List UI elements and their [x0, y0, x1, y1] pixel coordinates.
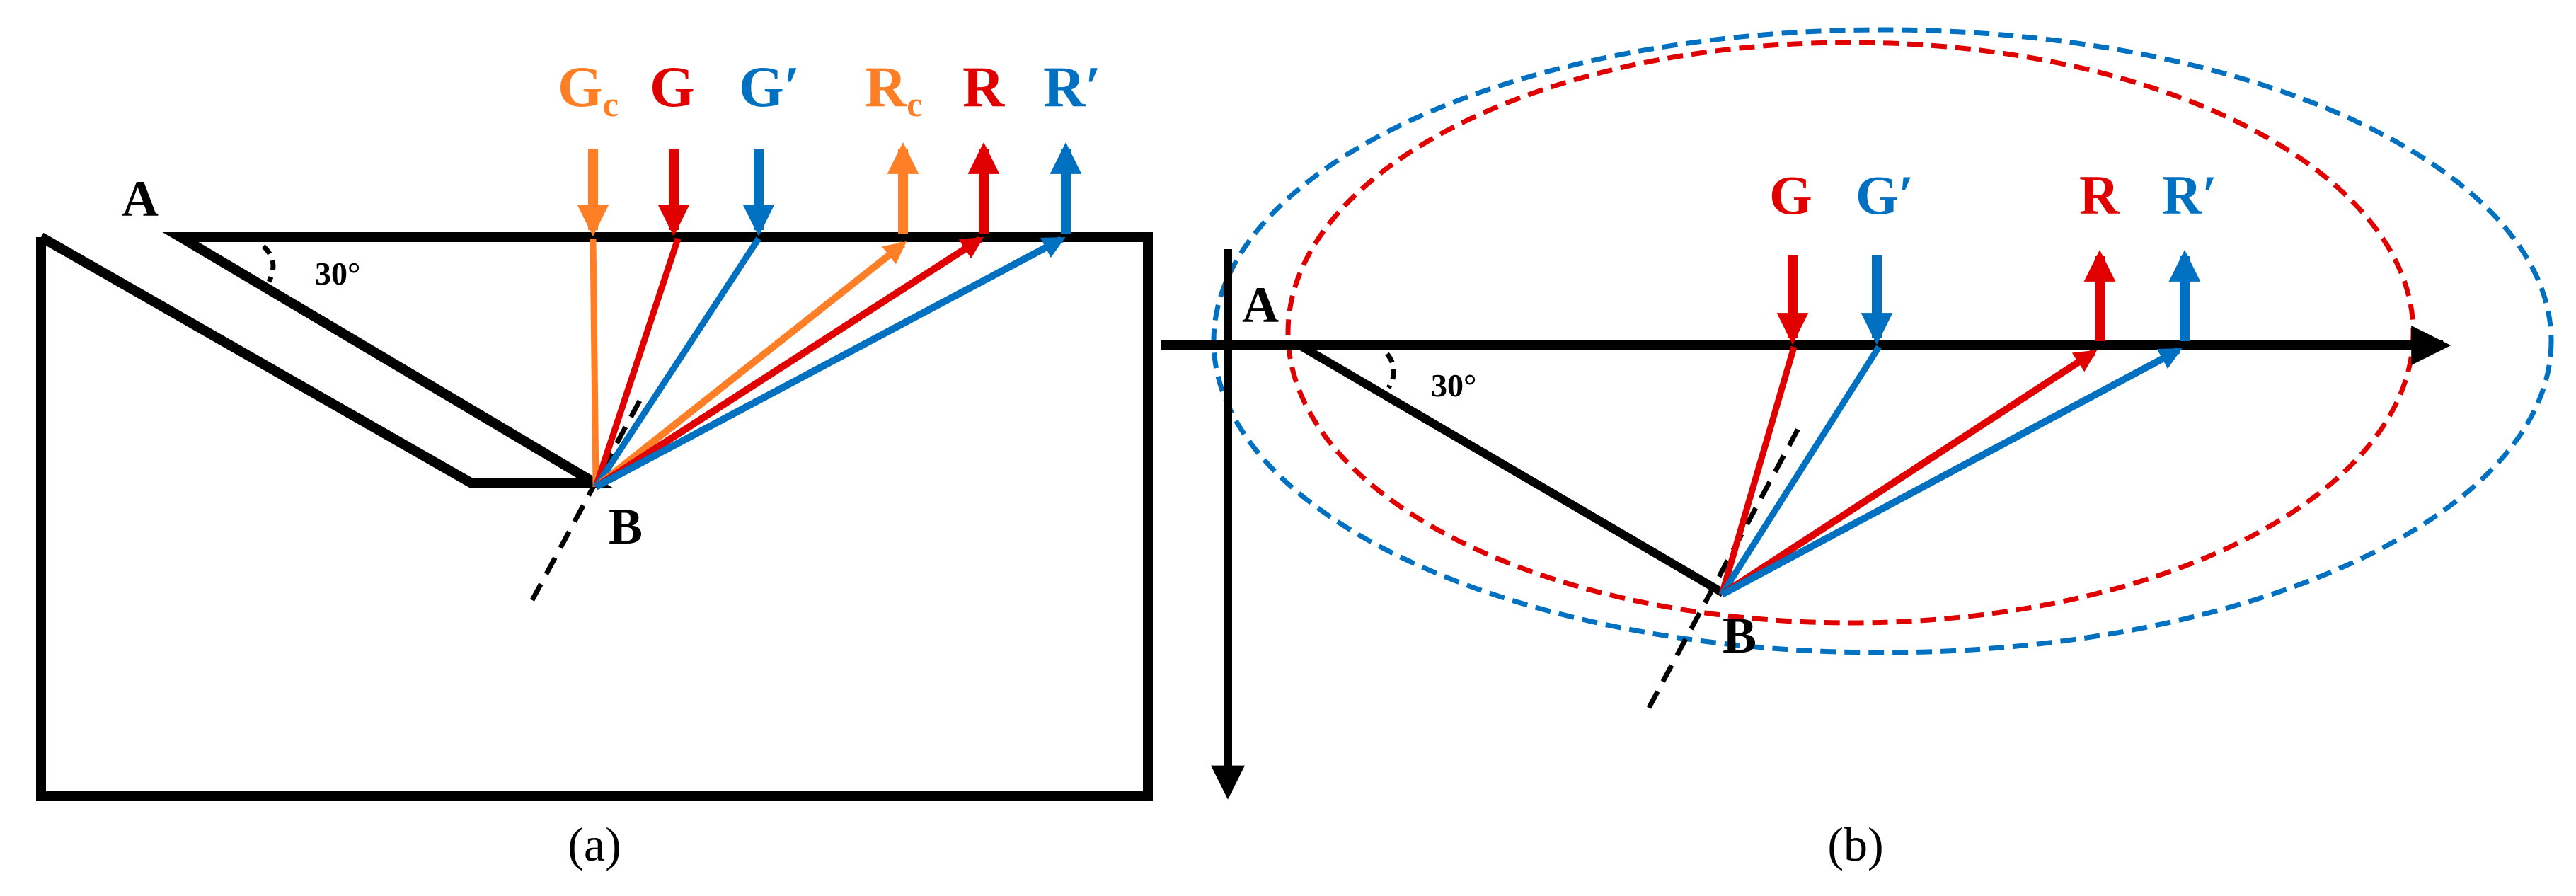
caption-a: (a)	[568, 817, 621, 871]
angle-arc	[261, 244, 276, 283]
ray-g-prime	[1719, 345, 1882, 597]
label-rc: Rc	[865, 54, 922, 124]
label-r-prime: R′	[1043, 54, 1101, 119]
angle-label: 30°	[1431, 367, 1476, 403]
caption-b: (b)	[1827, 817, 1883, 871]
red-dashed-ellipse	[1285, 40, 2416, 626]
label-r-prime: R′	[2162, 164, 2217, 226]
ray-r	[1720, 349, 2098, 598]
ray-r-prime	[594, 236, 1066, 490]
label-g: G	[1769, 164, 1812, 226]
notch-normal-dashed-line	[1646, 422, 1804, 709]
ray-g	[1718, 345, 1798, 596]
label-r: R	[962, 54, 1005, 119]
label-gc: Gc	[558, 54, 619, 124]
ray-g	[592, 237, 682, 488]
ray-rc	[593, 241, 907, 490]
angle-label: 30°	[315, 255, 360, 292]
point-a-label: A	[122, 171, 159, 227]
panel-a: 30° Gc G G′ Rc R R′ A B (a	[36, 54, 1153, 871]
ray-r	[594, 236, 984, 490]
ray-g-prime	[593, 236, 761, 489]
ray-r-prime	[1720, 347, 2183, 598]
angle-arc	[1385, 352, 1396, 389]
point-b-label: B	[609, 498, 643, 555]
label-r: R	[2079, 164, 2120, 226]
notch-normal-dashed-line	[529, 391, 647, 602]
point-b-label: B	[1723, 607, 1756, 664]
label-g: G	[650, 54, 695, 119]
panel-b: 30° G G′ R R′ A B (b)	[1161, 27, 2554, 871]
label-g-prime: G′	[1856, 164, 1914, 226]
label-g-prime: G′	[739, 54, 800, 119]
point-a-label: A	[1242, 277, 1279, 333]
ray-gc	[590, 238, 599, 488]
notch-face-line	[1299, 343, 1726, 597]
specimen-block-outline	[36, 232, 1153, 801]
